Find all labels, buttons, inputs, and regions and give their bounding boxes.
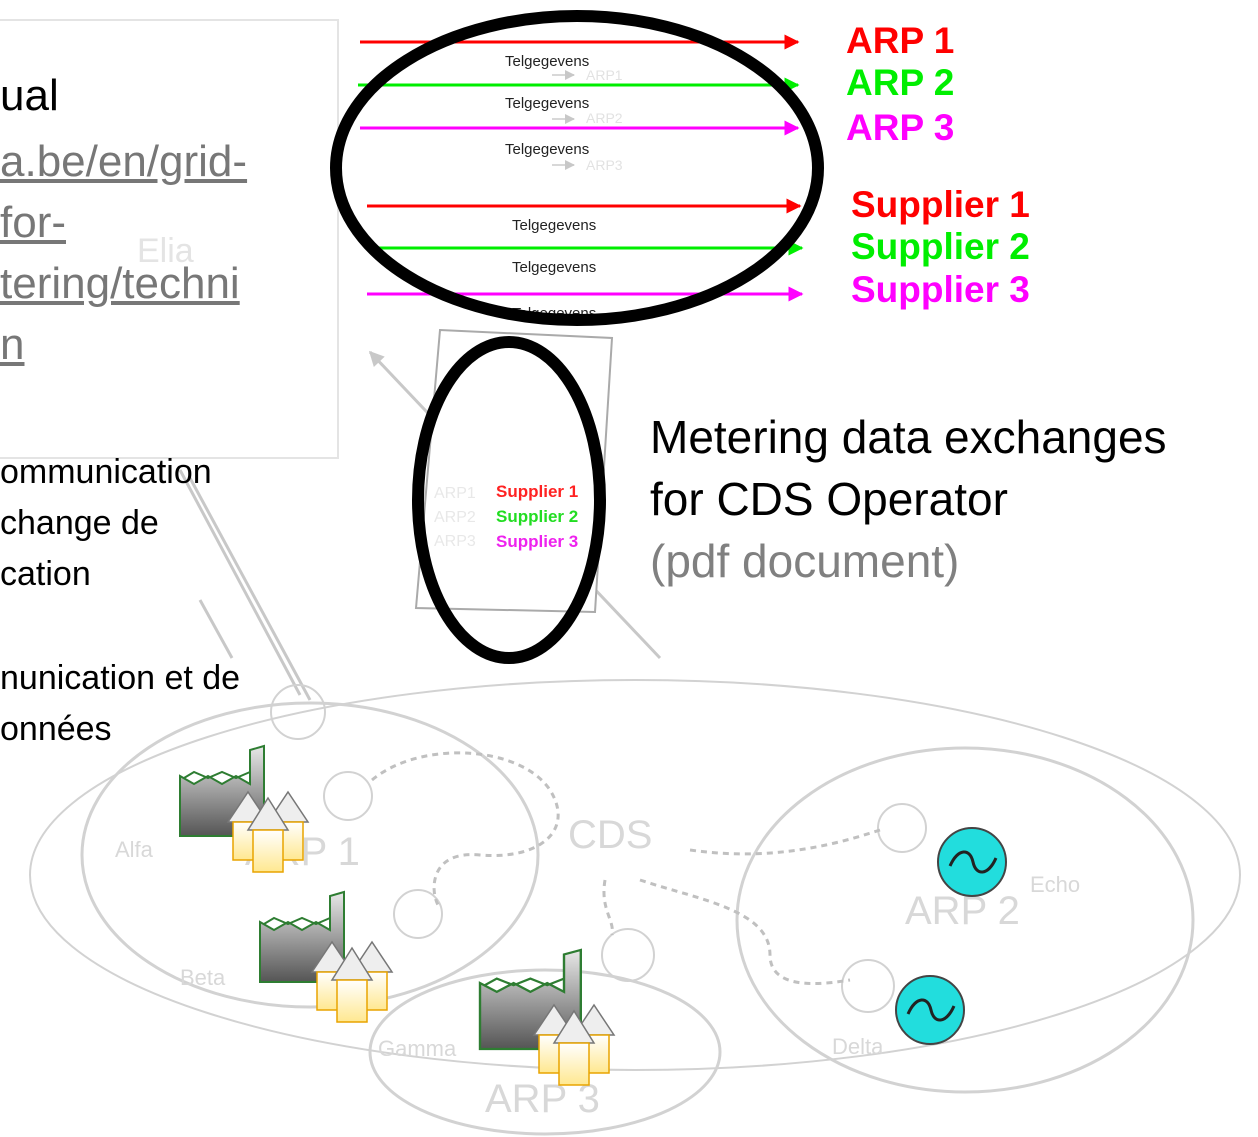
industrial-site-1 (179, 745, 309, 873)
manual-link-line[interactable]: for- (0, 198, 66, 247)
cds-boundary (29, 679, 1241, 1071)
supplier1-label: Supplier 1 (851, 184, 1030, 225)
thumb-supplier-1: Supplier 1 (496, 482, 578, 501)
industrial-site-2 (259, 891, 393, 1023)
caption-line: for CDS Operator (650, 473, 1008, 525)
communication-line: ommunication (0, 453, 212, 491)
flow-label: Telgegevens (512, 217, 596, 234)
caption-doc-type: (pdf document) (650, 535, 960, 587)
manual-heading: ual (0, 71, 59, 120)
telgegevens-labels: Telgegevens Telgegevens Telgegevens Telg… (505, 53, 596, 322)
thumb-supplier-3: Supplier 3 (496, 532, 578, 551)
document-thumbnail: ARP1 ARP2 ARP3 Supplier 1 Supplier 2 Sup… (414, 328, 614, 614)
elia-faint-label: Elia (137, 232, 194, 270)
node-beta-label: Beta (180, 965, 226, 990)
svg-text:ARP1: ARP1 (586, 67, 623, 83)
thumb-supplier-2: Supplier 2 (496, 507, 578, 526)
connection-node (601, 928, 655, 982)
arp2-label: ARP 2 (846, 62, 954, 103)
faint-target-labels: ARP1 ARP2 ARP3 (586, 67, 623, 173)
flow-arrows (358, 34, 804, 302)
arp2-ellipse (735, 746, 1195, 1094)
thumb-arp2: ARP2 (434, 509, 476, 526)
generator-icon (937, 827, 1007, 897)
connection-node (270, 684, 326, 740)
manual-link-line[interactable]: n (0, 320, 25, 369)
arp3-ellipse (368, 968, 722, 1136)
document-highlight-ellipse (412, 336, 606, 664)
flow-label: Telgegevens (512, 259, 596, 276)
connection-node (877, 803, 927, 853)
node-gamma-label: Gamma (378, 1036, 457, 1061)
arp1-ellipse (80, 701, 540, 1009)
arp2-network-label: ARP 2 (905, 889, 1020, 933)
node-alfa-label: Alfa (115, 837, 154, 862)
thumb-arp1: ARP1 (434, 485, 476, 502)
cds-network (29, 679, 1241, 1136)
supplier3-label: Supplier 3 (851, 269, 1030, 310)
metering-caption[interactable]: Metering data exchanges for CDS Operator… (650, 406, 1167, 592)
communication-line: change de (0, 504, 159, 542)
flows-highlight-ellipse (330, 10, 824, 326)
highlight-ellipses (330, 10, 824, 664)
thumb-arp3: ARP3 (434, 533, 476, 550)
communication-text-2: nunication et de onnées (0, 660, 240, 747)
svg-text:ARP2: ARP2 (586, 110, 623, 126)
arp3-label: ARP 3 (846, 107, 954, 148)
houses-icon (533, 1004, 615, 1086)
manual-link-line[interactable]: tering/techni (0, 259, 240, 308)
arp1-label: ARP 1 (846, 20, 954, 61)
faint-small-arrows (552, 70, 575, 170)
background-doc-frame (0, 19, 339, 459)
communication-line: cation (0, 555, 91, 593)
communication-text: ommunication change de cation (0, 454, 212, 592)
flow-label: Telgegevens (505, 95, 589, 112)
dashed-links (371, 751, 881, 986)
flow-label: Telgegevens (505, 141, 589, 158)
houses-icon (311, 941, 393, 1023)
node-delta-label: Delta (832, 1034, 884, 1059)
communication-line: nunication et de (0, 659, 241, 697)
supplier2-label: Supplier 2 (851, 226, 1030, 267)
cds-label: CDS (568, 813, 652, 857)
svg-text:ARP3: ARP3 (586, 157, 623, 173)
generator-icon (895, 975, 965, 1045)
caption-line: Metering data exchanges (650, 411, 1167, 463)
connection-node (841, 959, 895, 1013)
flow-label: Telgegevens (505, 53, 589, 70)
recipient-labels: ARP 1 ARP 2 ARP 3 Supplier 1 Supplier 2 … (846, 20, 1030, 310)
node-echo-label: Echo (1030, 872, 1080, 897)
connection-node (393, 889, 443, 939)
manual-link[interactable]: a.be/en/grid- for- tering/techni n (0, 138, 247, 369)
manual-link-line[interactable]: a.be/en/grid- (0, 137, 248, 186)
houses-icon (227, 791, 309, 873)
connection-node (323, 771, 373, 821)
communication-line: onnées (0, 710, 112, 748)
